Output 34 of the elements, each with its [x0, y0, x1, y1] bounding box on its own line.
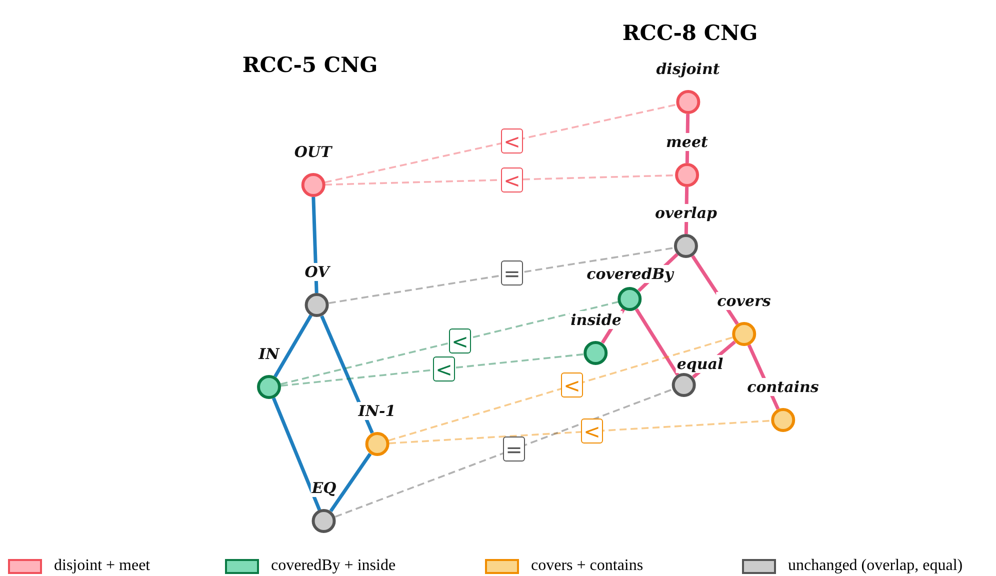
dashed-connector [388, 420, 772, 444]
dashed-connector [328, 247, 674, 304]
node-label: covers [716, 292, 772, 310]
node-label: contains [746, 378, 820, 396]
legend-label: covers + contains [531, 556, 644, 576]
node-label: inside [570, 311, 622, 329]
legend-label: coveredBy + inside [271, 556, 396, 576]
connector-line [320, 315, 374, 434]
dashed-connector [324, 174, 676, 186]
node-label: OV [304, 263, 330, 281]
node-label: EQ [310, 479, 338, 497]
dashed-connector [334, 388, 674, 518]
edge-label: = [501, 260, 523, 286]
edge-label: < [581, 418, 603, 444]
diagram-heading: RCC-5 CNG [242, 52, 378, 78]
node-label: equal [676, 355, 724, 373]
diagram-heading: RCC-8 CNG [622, 20, 758, 46]
connector-line [272, 397, 322, 511]
node-label: disjoint [655, 60, 721, 78]
dashed-connector [388, 336, 733, 442]
node-label: meet [665, 133, 709, 151]
edge-label: < [561, 372, 583, 398]
edge-label: < [501, 128, 523, 154]
legend-label: unchanged (overlap, equal) [788, 556, 963, 576]
legend-label: disjoint + meet [54, 556, 150, 576]
edge-label: < [449, 328, 471, 354]
edge-label: < [433, 356, 455, 382]
dashed-connector [324, 104, 676, 184]
edge-label: < [501, 168, 523, 192]
dashed-connector [280, 353, 584, 387]
edge-label: = [503, 436, 525, 462]
node-label: coveredBy [586, 265, 674, 283]
node-label: overlap [654, 204, 718, 222]
dashed-connector [280, 300, 619, 386]
